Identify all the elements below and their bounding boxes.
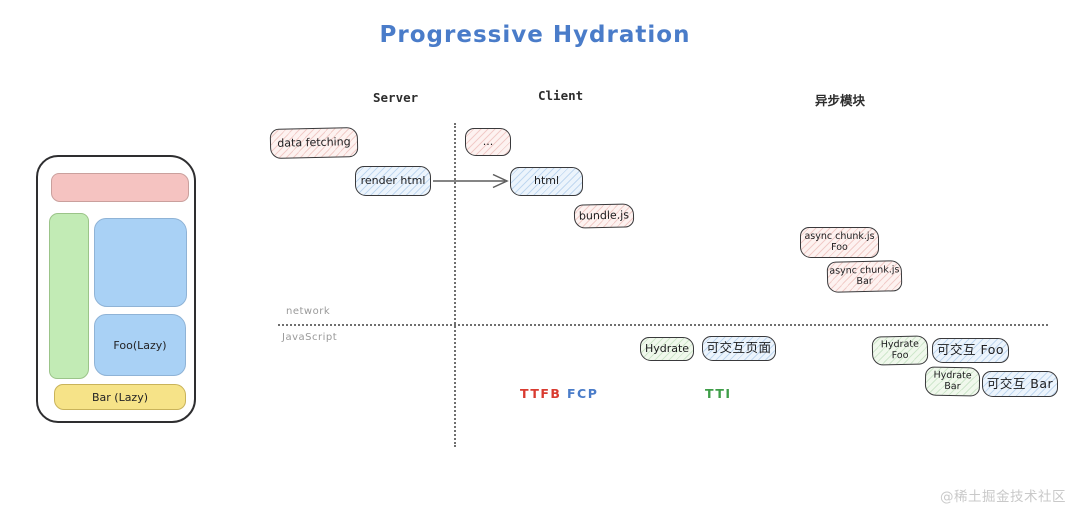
hydrate-label: Hydrate <box>644 341 690 355</box>
javascript-lane-label: JavaScript <box>282 332 338 343</box>
phone-bar-lazy-block: Bar (Lazy) <box>54 384 186 410</box>
interactive-bar-label: 可交互 Bar <box>986 375 1054 391</box>
phone-frame: Foo(Lazy) Bar (Lazy) <box>36 155 196 423</box>
bar-lazy-label: Bar (Lazy) <box>91 390 149 404</box>
column-header-server: Server <box>373 90 419 105</box>
diagram-title: Progressive Hydration <box>379 22 691 48</box>
tti-metric-label: TTI <box>705 386 732 401</box>
hydrate-bar-box: Hydrate Bar <box>924 366 981 397</box>
ellipsis-label: ... <box>482 134 494 148</box>
phone-foo-lazy-block: Foo(Lazy) <box>94 314 186 376</box>
bundle-js-label: bundle.js <box>578 208 630 223</box>
phone-content-block <box>94 218 187 307</box>
watermark: @稀土掘金技术社区 <box>940 489 1066 505</box>
interactive-page-label: 可交互页面 <box>706 340 772 356</box>
phone-sidebar-block <box>49 213 89 379</box>
network-javascript-divider <box>278 324 1048 326</box>
column-header-async-modules: 异步模块 <box>815 93 866 108</box>
async-chunk-bar-line2: Bar <box>856 275 873 287</box>
data-fetching-box: data fetching <box>269 127 359 159</box>
column-header-client: Client <box>538 88 584 103</box>
async-chunk-foo-line1: async chunk.js <box>804 230 875 242</box>
html-box: html <box>510 167 583 196</box>
hydrate-foo-box: Hydrate Foo <box>871 335 929 366</box>
html-label: html <box>533 174 560 188</box>
hydrate-bar-line2: Bar <box>944 380 961 392</box>
async-chunk-foo-box: async chunk.js Foo <box>800 227 879 258</box>
render-html-box: render html <box>355 166 431 196</box>
fcp-metric-label: FCP <box>567 386 599 401</box>
foo-lazy-label: Foo(Lazy) <box>113 338 167 352</box>
async-chunk-foo-line2: Foo <box>831 241 848 253</box>
server-client-divider <box>454 123 456 447</box>
interactive-foo-label: 可交互 Foo <box>936 342 1004 358</box>
hydrate-foo-line2: Foo <box>891 349 909 361</box>
hydrate-box: Hydrate <box>640 337 694 361</box>
interactive-foo-box: 可交互 Foo <box>932 338 1009 363</box>
interactive-page-box: 可交互页面 <box>702 336 776 361</box>
interactive-bar-box: 可交互 Bar <box>982 371 1058 397</box>
ellipsis-box: ... <box>465 128 511 156</box>
phone-header-block <box>51 173 189 202</box>
bundle-js-box: bundle.js <box>573 203 635 229</box>
render-html-label: render html <box>360 173 426 187</box>
ttfb-metric-label: TTFB <box>520 386 562 401</box>
async-chunk-bar-box: async chunk.js Bar <box>826 260 903 293</box>
data-fetching-label: data fetching <box>277 134 351 150</box>
network-lane-label: network <box>286 306 331 317</box>
render-to-html-arrow <box>433 173 509 189</box>
